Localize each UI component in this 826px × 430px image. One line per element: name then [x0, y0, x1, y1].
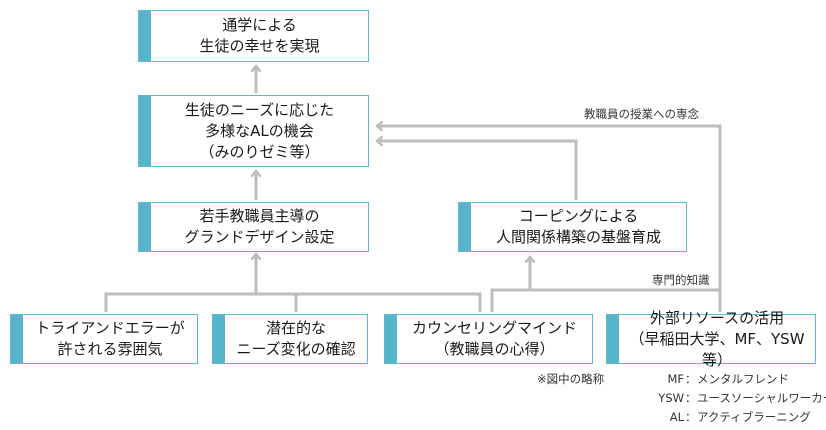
footnote-al-abbr: AL [669, 410, 684, 424]
footnote-sep: ： [685, 372, 697, 386]
footnote-sep: ： [685, 391, 697, 405]
box-grand-design: 若手教職員主導の グランドデザイン設定 [138, 202, 369, 252]
box-goal: 通学による 生徒の幸せを実現 [138, 10, 369, 62]
box-latent-needs: 潜在的な ニーズ変化の確認 [212, 314, 368, 364]
box-counseling-mind: カウンセリングマインド （教職員の心得） [384, 314, 593, 364]
box-needs: 生徒のニーズに応じた 多様なALの機会 （みのりゼミ等） [138, 95, 369, 167]
arrow-coping-to-needs [378, 141, 578, 200]
arrow-external-to-needs [378, 126, 722, 312]
box-external-resources: 外部リソースの活用 （早稲田大学、MF、YSW等） [606, 309, 816, 369]
box-coping: コーピングによる 人間関係構築の基盤育成 [458, 202, 687, 252]
footnote-ysw-abbr: YSW [658, 391, 684, 405]
footnote-mf-abbr: MF [667, 372, 684, 386]
bracket-left-group [104, 292, 482, 312]
footnote-ysw-text: ユースソーシャルワーカー [697, 391, 826, 405]
footnote-heading: ※図中の略称 [537, 372, 605, 386]
box-trial-and-error: トライアンドエラーが 許される雰囲気 [10, 314, 198, 364]
label-expertise: 専門的知識 [652, 273, 710, 287]
footnote-sep: ： [685, 410, 697, 424]
bracket-right-group [490, 288, 720, 312]
footnote-al-text: アクティブラーニング [697, 410, 811, 424]
footnote-mf-text: メンタルフレンド [697, 372, 789, 386]
label-teacher-devotion: 教職員の授業への専念 [584, 107, 699, 121]
